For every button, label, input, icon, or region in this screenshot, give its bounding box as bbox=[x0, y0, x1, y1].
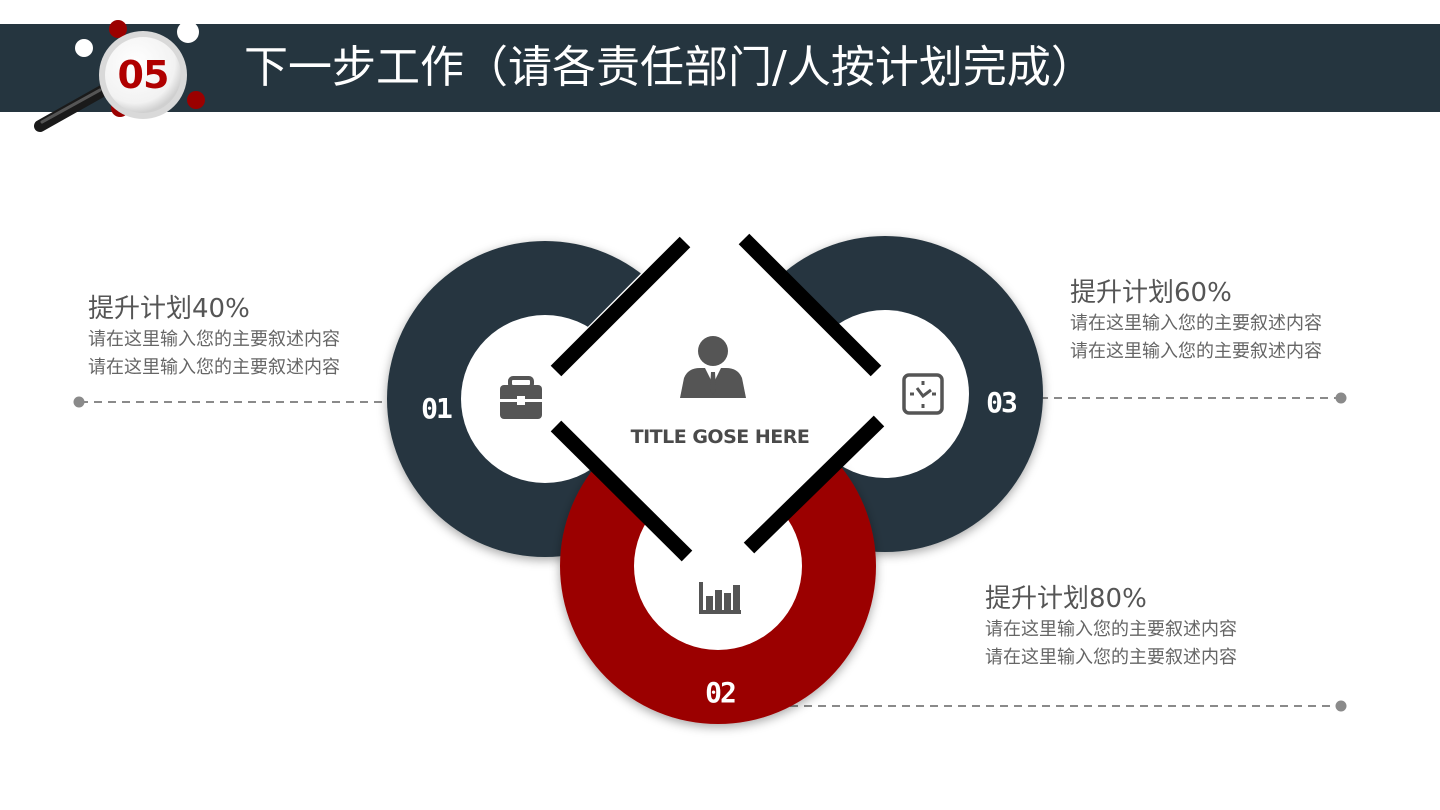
section-number-badge: 05 bbox=[117, 53, 170, 97]
node-number-03: 03 bbox=[986, 386, 1018, 419]
connector-line-03 bbox=[1040, 392, 1347, 404]
bar-chart-icon bbox=[699, 582, 741, 614]
node-number-01: 01 bbox=[421, 392, 453, 425]
item-block-03: 提升计划80% 请在这里输入您的主要叙述内容 请在这里输入您的主要叙述内容 bbox=[985, 582, 1237, 672]
diamond-brackets bbox=[550, 233, 885, 562]
item-block-01: 提升计划40% 请在这里输入您的主要叙述内容 请在这里输入您的主要叙述内容 bbox=[88, 292, 340, 382]
briefcase-icon bbox=[500, 376, 542, 419]
node-number-02: 02 bbox=[705, 676, 737, 709]
header-bar bbox=[0, 24, 1440, 112]
center-title: TITLE GOSE HERE bbox=[630, 426, 810, 448]
person-icon bbox=[680, 336, 746, 398]
clock-icon bbox=[902, 373, 944, 415]
item-description: 请在这里输入您的主要叙述内容 bbox=[985, 647, 1237, 668]
connector-line-01 bbox=[73, 396, 390, 408]
magnifier-badge-icon bbox=[34, 20, 205, 132]
connector-line-02 bbox=[790, 700, 1347, 712]
item-title: 提升计划60% bbox=[1070, 278, 1232, 308]
item-title: 提升计划40% bbox=[88, 294, 250, 324]
item-description: 请在这里输入您的主要叙述内容 bbox=[88, 329, 340, 350]
item-description: 请在这里输入您的主要叙述内容 bbox=[985, 619, 1237, 640]
page-title: 下一步工作（请各责任部门/人按计划完成） bbox=[244, 42, 1095, 93]
item-title: 提升计划80% bbox=[985, 584, 1147, 614]
item-description: 请在这里输入您的主要叙述内容 bbox=[1070, 313, 1322, 334]
item-block-02: 提升计划60% 请在这里输入您的主要叙述内容 请在这里输入您的主要叙述内容 bbox=[1070, 276, 1322, 366]
item-description: 请在这里输入您的主要叙述内容 bbox=[1070, 341, 1322, 362]
item-description: 请在这里输入您的主要叙述内容 bbox=[88, 357, 340, 378]
